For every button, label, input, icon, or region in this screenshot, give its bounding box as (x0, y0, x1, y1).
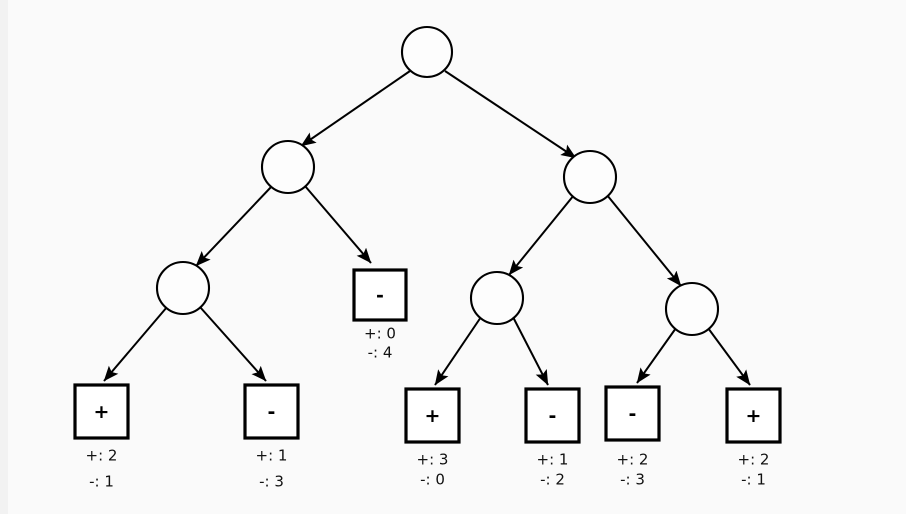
internal-nodes-group (155, 25, 720, 337)
leaf-negative-count-leaf-rll: -: 0 (420, 471, 445, 489)
leaf-negative-count-leaf-llr: -: 3 (259, 473, 284, 491)
leaf-negative-count-leaf-rrl: -: 3 (620, 471, 645, 489)
leaf-label-leaf-lll: + (94, 401, 110, 423)
internal-node-n-rr[interactable] (664, 281, 720, 337)
leaf-node-leaf-lll[interactable] (73, 383, 130, 440)
leaf-label-leaf-rll: + (425, 405, 441, 427)
leaf-positive-count-leaf-lll: +: 2 (86, 447, 118, 465)
leaf-positive-count-leaf-llr: +: 1 (256, 447, 288, 465)
leaf-node-leaf-llr[interactable] (243, 383, 300, 440)
edge-r-rr (606, 194, 682, 287)
internal-node-n-rl[interactable] (469, 270, 525, 326)
edges-group (103, 70, 751, 386)
leaf-positive-count-leaf-rlr: +: 1 (537, 451, 569, 469)
edge-ll-llr (199, 306, 267, 382)
leaf-node-leaf-lr[interactable] (352, 268, 408, 322)
leaf-positive-count-leaf-lr: +: 0 (364, 325, 396, 343)
edge-rr-rrr (707, 327, 751, 386)
leaf-label-leaf-lr: - (376, 285, 384, 307)
leaf-node-leaf-rll[interactable] (404, 387, 461, 444)
leaf-label-leaf-llr: - (268, 401, 276, 423)
leaf-positive-count-leaf-rll: +: 3 (417, 451, 449, 469)
leaf-negative-count-leaf-rrr: -: 1 (741, 471, 766, 489)
leaf-positive-count-leaf-rrl: +: 2 (617, 451, 649, 469)
edge-ll-lll (103, 306, 168, 382)
edge-r-rl (508, 194, 575, 276)
edge-rl-rlr (512, 316, 549, 386)
edge-root-right (444, 70, 577, 159)
edge-rl-rll (434, 316, 482, 386)
leaf-node-leaf-rrr[interactable] (725, 387, 782, 444)
edge-rr-rrl (636, 327, 677, 384)
edge-l-lr (304, 185, 372, 264)
leaf-positive-count-leaf-rrr: +: 2 (738, 451, 770, 469)
page-left-gutter (0, 0, 8, 514)
leaf-negative-count-leaf-lll: -: 1 (89, 473, 114, 491)
leaf-label-leaf-rrl: - (629, 403, 637, 425)
leaf-node-leaf-rrl[interactable] (604, 385, 661, 442)
internal-node-n-r[interactable] (562, 149, 618, 205)
leaf-negative-count-leaf-lr: -: 4 (368, 344, 393, 362)
leaf-label-leaf-rrr: + (746, 405, 762, 427)
leaf-node-leaf-rlr[interactable] (524, 387, 581, 444)
edge-root-left (300, 70, 411, 147)
internal-node-n-l[interactable] (260, 139, 316, 195)
leaf-negative-count-leaf-rlr: -: 2 (540, 471, 565, 489)
internal-node-root[interactable] (400, 25, 454, 79)
leaf-label-leaf-rlr: - (549, 405, 557, 427)
edge-l-ll (195, 185, 273, 267)
internal-node-n-ll[interactable] (155, 260, 211, 316)
leaf-nodes-group: - +: 0-: 4 + +: 2 -: 1 - +: 1 -: 3 + +: 3 -: 0 - +: … (73, 268, 782, 491)
